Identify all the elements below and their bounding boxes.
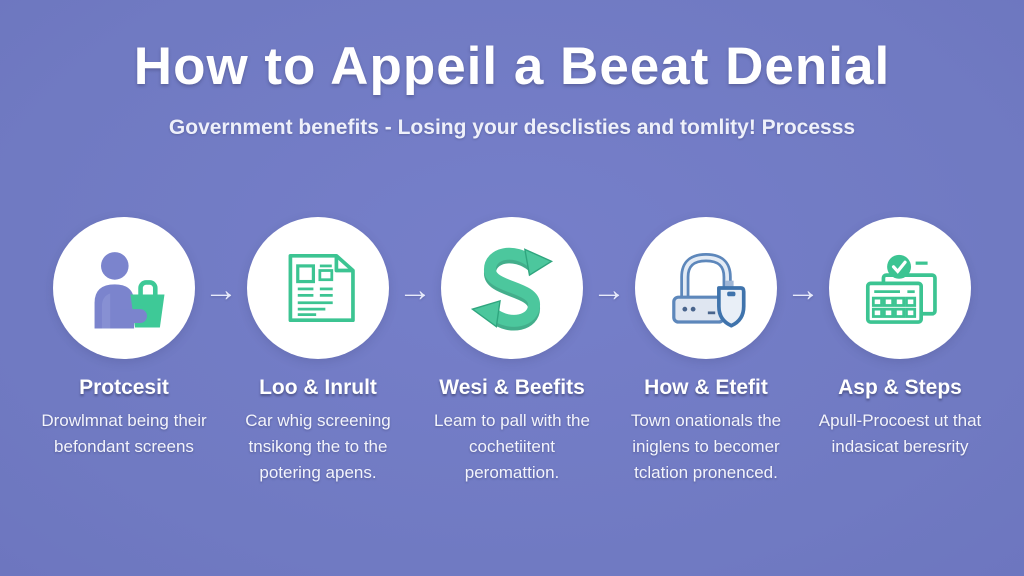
step-description: Drowlmnat being their befondant screens bbox=[41, 411, 207, 456]
step-description: Leam to pall with the cochetiitent perom… bbox=[434, 411, 590, 482]
page-subtitle: Government benefits - Losing your descli… bbox=[168, 116, 856, 139]
step-title: Protcesit bbox=[79, 376, 169, 399]
calendar-check-icon bbox=[865, 254, 937, 324]
step-column-4: How & Etefit Town onationals the iniglen… bbox=[609, 217, 803, 486]
step-column-1: Protcesit Drowlmnat being their befondan… bbox=[27, 217, 221, 486]
step-icon-circle bbox=[441, 217, 583, 359]
document-icon bbox=[288, 253, 355, 323]
step-title: Wesi & Beefits bbox=[439, 376, 585, 399]
s-arrows-icon bbox=[470, 247, 554, 331]
step-description: Town onationals the iniglens to becomer … bbox=[630, 411, 782, 482]
padlock-shield-icon bbox=[672, 253, 746, 328]
step-column-5: Asp & Steps Apull-Procoest ut that indas… bbox=[803, 217, 997, 486]
steps-row: Protcesit Drowlmnat being their befondan… bbox=[0, 217, 1024, 486]
step-icon-circle bbox=[829, 217, 971, 359]
step-icon-circle bbox=[53, 217, 195, 359]
person-with-bag-icon bbox=[94, 252, 165, 329]
step-title: Loo & Inrult bbox=[259, 376, 377, 399]
step-column-3: Wesi & Beefits Leam to pall with the coc… bbox=[415, 217, 609, 486]
step-icon-circle bbox=[247, 217, 389, 359]
step-description: Car whig screening tnsikong the to the p… bbox=[245, 411, 391, 482]
step-title: Asp & Steps bbox=[838, 376, 962, 399]
arrow-right-icon: → bbox=[786, 271, 820, 309]
step-title: How & Etefit bbox=[644, 376, 768, 399]
arrow-right-icon: → bbox=[398, 271, 432, 309]
step-icon-circle bbox=[635, 217, 777, 359]
arrow-right-icon: → bbox=[204, 271, 238, 309]
arrow-right-icon: → bbox=[592, 271, 626, 309]
step-description: Apull-Procoest ut that indasicat beresri… bbox=[818, 411, 982, 456]
page-title: How to Appeil a Beeat Denial bbox=[133, 37, 891, 96]
step-column-2: Loo & Inrult Car whig screening tnsikong… bbox=[221, 217, 415, 486]
